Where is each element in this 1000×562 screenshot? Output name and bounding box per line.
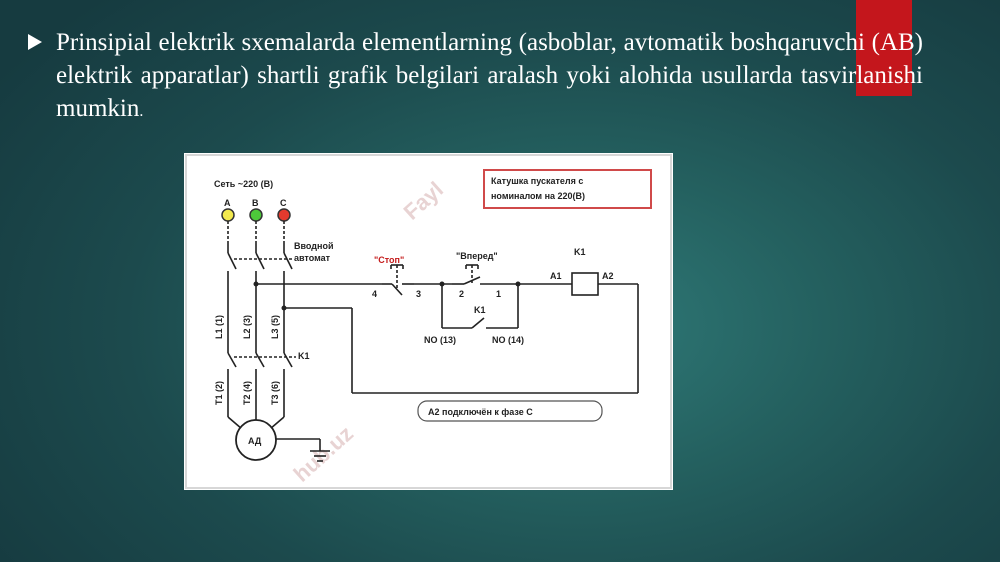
input-breaker-label-1: Вводной — [294, 241, 333, 251]
phase-a-indicator — [221, 208, 235, 222]
motor-symbol — [235, 419, 277, 461]
network-label: Сеть ~220 (В) — [214, 179, 273, 189]
phase-a-label: A — [224, 198, 231, 208]
aux-contact-label: K1 — [474, 305, 486, 315]
coil-terminal-a2: A2 — [602, 271, 614, 281]
contactor-label: K1 — [574, 247, 586, 257]
k1-power-contacts-label: K1 — [298, 351, 310, 361]
phase-c-indicator — [277, 208, 291, 222]
contactor-coil — [571, 272, 599, 296]
control-junction-dots — [439, 281, 521, 287]
bullet-point: Prinsipial elektrik sxemalarda elementla… — [28, 26, 923, 128]
no-14-label: NO (14) — [492, 335, 524, 345]
phase-b-indicator — [249, 208, 263, 222]
no-13-label: NO (13) — [424, 335, 456, 345]
line-label-l1: L1 (1) — [214, 315, 224, 339]
red-accent-tab — [856, 0, 912, 96]
input-breaker-label-2: автомат — [294, 253, 331, 263]
coil-terminal-a1: A1 — [550, 271, 562, 281]
circuit-diagram: Fayl hub.uz Сеть ~220 (В) Катушка пускат… — [185, 154, 672, 489]
circuit-diagram-image: Fayl hub.uz Сеть ~220 (В) Катушка пускат… — [184, 153, 673, 490]
info-box — [483, 169, 652, 209]
forward-button-label: "Вперед" — [456, 251, 498, 261]
terminal-label-t3: T3 (6) — [270, 381, 280, 405]
info-box-line-1: Катушка пускателя с — [491, 176, 583, 186]
line-label-l2: L2 (3) — [242, 315, 252, 339]
note-box — [417, 400, 603, 422]
terminal-label-t2: T2 (4) — [242, 381, 252, 405]
stop-terminal-4: 4 — [372, 289, 377, 299]
forward-terminal-1: 1 — [496, 289, 501, 299]
note-label: А2 подключён к фазе С — [428, 407, 533, 417]
triangle-bullet-icon — [28, 34, 42, 50]
line-label-l3: L3 (5) — [270, 315, 280, 339]
stop-terminal-3: 3 — [416, 289, 421, 299]
forward-terminal-2: 2 — [459, 289, 464, 299]
power-lines — [227, 221, 330, 462]
phase-c-label: C — [280, 198, 287, 208]
bullet-text: Prinsipial elektrik sxemalarda elementla… — [56, 26, 923, 128]
info-box-line-2: номиналом на 220(В) — [491, 191, 585, 201]
bullet-text-body: Prinsipial elektrik sxemalarda elementla… — [56, 29, 923, 122]
terminal-label-t1: T1 (2) — [214, 381, 224, 405]
bullet-text-end: . — [139, 103, 144, 120]
stop-button-label: "Стоп" — [374, 255, 404, 265]
phase-b-label: B — [252, 198, 259, 208]
motor-label: АД — [248, 436, 262, 446]
control-circuit — [256, 264, 639, 394]
